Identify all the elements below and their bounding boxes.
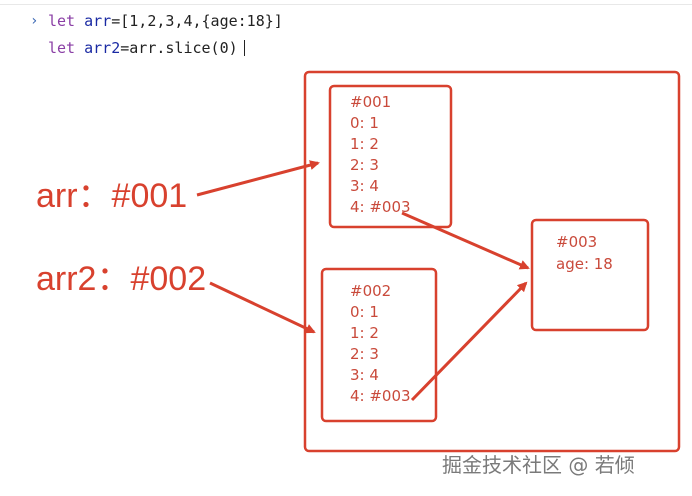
box-001-entry-3: 3: 4 bbox=[350, 177, 379, 195]
memory-box-002 bbox=[320, 267, 438, 423]
code-rest: =[1,2,3,4,{age:18}] bbox=[111, 12, 283, 30]
memory-box-003 bbox=[530, 218, 650, 332]
box-002-entry-4: 4: #003 bbox=[350, 387, 411, 405]
identifier-arr2: arr2 bbox=[84, 39, 121, 57]
console-line-1: let arr=[1,2,3,4,{age:18}] bbox=[48, 12, 283, 30]
watermark-text: 掘金技术社区 @ 若倾 bbox=[442, 453, 635, 477]
keyword-let: let bbox=[48, 39, 76, 57]
box-001-entry-0: 0: 1 bbox=[350, 114, 379, 132]
box-002-entry-0: 0: 1 bbox=[350, 303, 379, 321]
box-002-entry-3: 3: 4 bbox=[350, 366, 379, 384]
box-001-entry-4: 4: #003 bbox=[350, 198, 411, 216]
box-001-entry-2: 2: 3 bbox=[350, 156, 379, 174]
arrow-001-item4-to-003 bbox=[401, 211, 530, 270]
keyword-let: let bbox=[48, 12, 76, 30]
box-002-entry-1: 1: 2 bbox=[350, 324, 379, 342]
console-line-2[interactable]: let arr2=arr.slice(0) bbox=[48, 39, 245, 57]
box-002-entry-2: 2: 3 bbox=[350, 345, 379, 363]
label-arr: arr：#001 bbox=[36, 177, 188, 215]
identifier-arr: arr bbox=[84, 12, 112, 30]
label-arr2: arr2：#002 bbox=[36, 260, 207, 298]
arrow-arr2-to-002 bbox=[209, 281, 316, 334]
console-prompt-icon: › bbox=[30, 13, 39, 29]
box-002-address: #002 bbox=[350, 282, 392, 300]
box-003-address: #003 bbox=[556, 233, 598, 251]
heap-frame bbox=[303, 70, 681, 453]
console-top-divider bbox=[0, 4, 692, 5]
arrow-002-item4-to-003 bbox=[410, 281, 528, 402]
box-001-entry-1: 1: 2 bbox=[350, 135, 379, 153]
box-003-entry-0: age: 18 bbox=[556, 255, 613, 273]
memory-box-001 bbox=[328, 84, 453, 229]
arrow-arr-to-001 bbox=[196, 160, 320, 197]
code-rest: =arr.slice(0) bbox=[120, 39, 238, 57]
text-caret bbox=[243, 40, 245, 56]
box-001-address: #001 bbox=[350, 93, 392, 111]
